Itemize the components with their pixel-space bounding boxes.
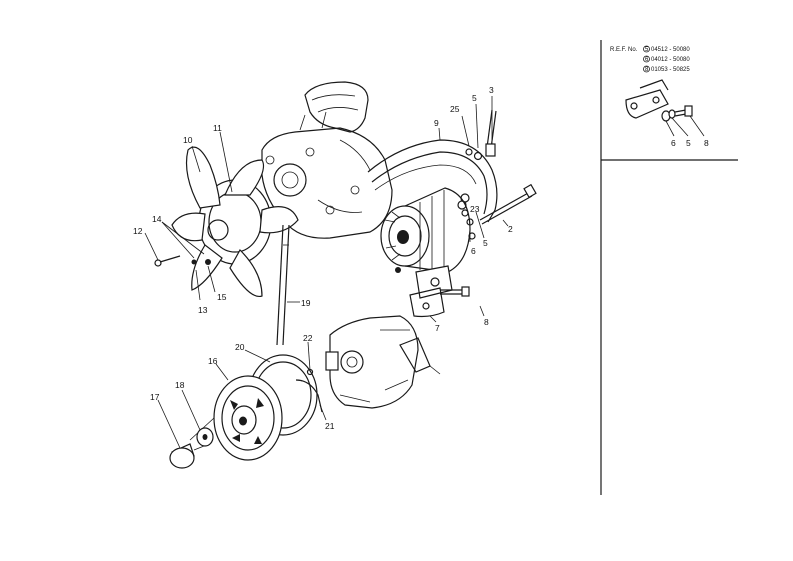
callout-17: 17: [150, 392, 160, 402]
callout-5-mid: 5: [483, 238, 488, 248]
callout-19: 19: [301, 298, 311, 308]
callout-5-top: 5: [472, 93, 477, 103]
callout-16: 16: [208, 356, 218, 366]
callout-2: 2: [508, 224, 513, 234]
crankcase-drawing: [325, 315, 441, 409]
callout-9: 9: [434, 118, 439, 128]
callout-25: 25: [450, 104, 460, 114]
inset-ref-prefix: R.E.F. No.: [610, 47, 638, 53]
callout-10: 10: [183, 135, 193, 145]
crank-pulley-drawing: [189, 354, 323, 461]
callout-18: 18: [175, 380, 185, 390]
callout-22: 22: [303, 333, 313, 343]
callout-21: 21: [325, 421, 335, 431]
pulley-nut-drawing: [169, 427, 214, 469]
inset-panel: R.E.F. No. 5 04512 - 50080 6 04012 - 500…: [610, 45, 709, 148]
callout-6: 6: [471, 246, 476, 256]
callout-3: 3: [489, 85, 494, 95]
inset-ref-part-2: 04012 - 50080: [651, 57, 690, 63]
inset-ref-marker-1: 5: [645, 47, 649, 53]
fan-drawing: [154, 146, 299, 298]
inset-label-8: 8: [704, 138, 709, 148]
callout-labels: 3 5 25 9 23 2 5 6 8 7 10 11 14 12 15 13 …: [133, 85, 513, 431]
adjusting-bracket-drawing: [395, 265, 470, 318]
inset-ref-part-3: 01053 - 50825: [651, 67, 690, 73]
inset-ref-marker-3: 8: [645, 67, 649, 73]
leader-lines: [144, 96, 509, 449]
callout-12: 12: [133, 226, 143, 236]
callout-8: 8: [484, 317, 489, 327]
inset-label-6: 6: [671, 138, 676, 148]
callout-23: 23: [470, 204, 480, 214]
callout-11: 11: [213, 123, 222, 133]
callout-7: 7: [435, 323, 440, 333]
callout-20: 20: [235, 342, 245, 352]
inset-ref-marker-2: 6: [645, 57, 649, 63]
callout-14: 14: [152, 214, 162, 224]
callout-15: 15: [217, 292, 227, 302]
inset-ref-part-1: 04512 - 50080: [651, 47, 690, 53]
rod-drawing: [276, 224, 290, 346]
callout-13: 13: [198, 305, 208, 315]
inset-label-5: 5: [686, 138, 691, 148]
upper-bolt-drawing: [460, 109, 497, 217]
alternator-drawing: [380, 183, 537, 273]
